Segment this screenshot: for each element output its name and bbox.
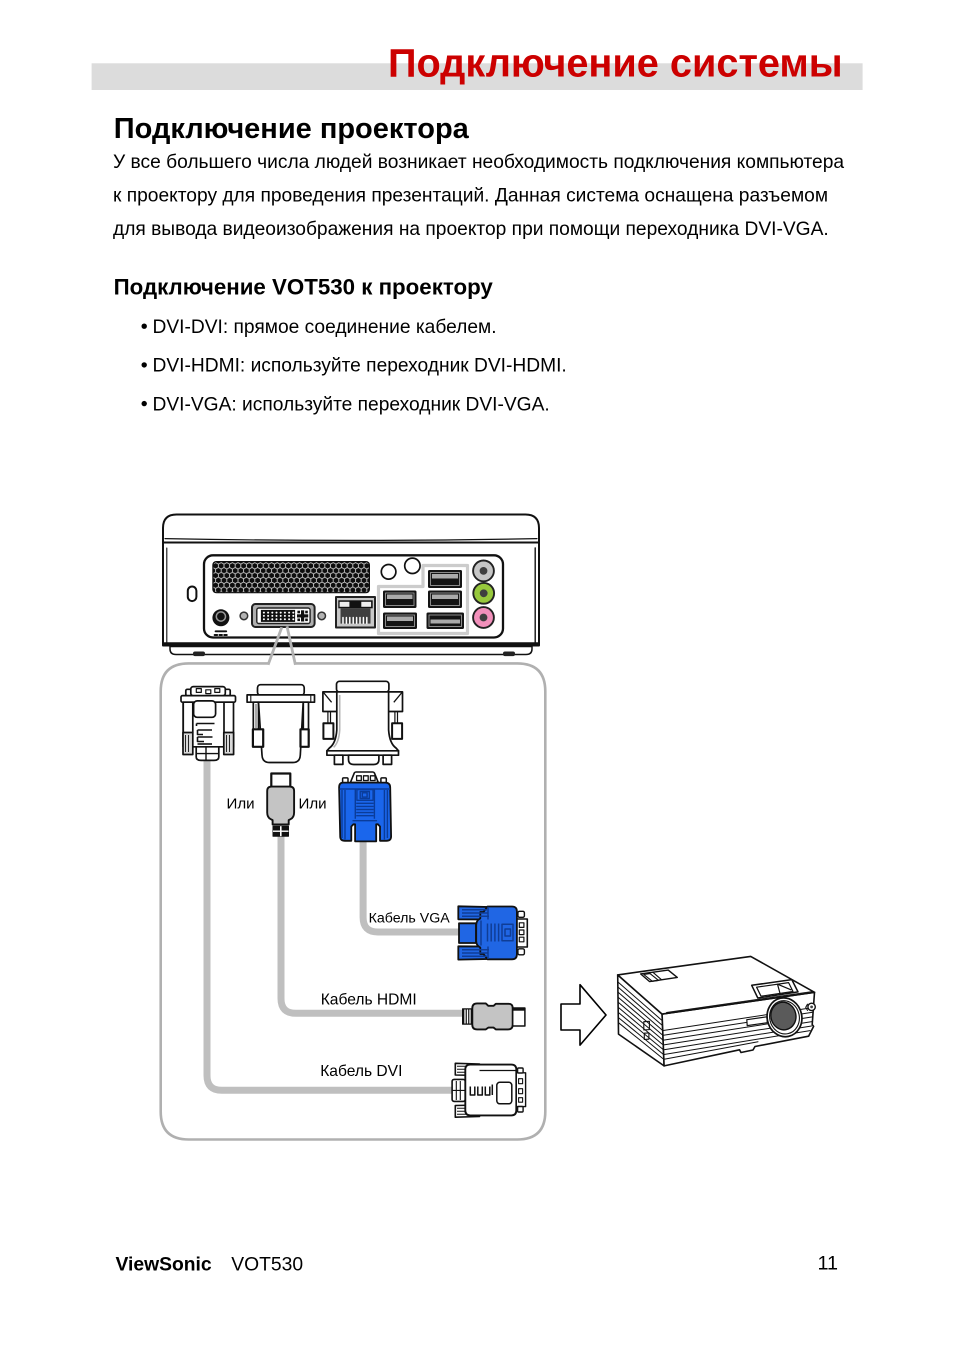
svg-text:Кабель HDMI: Кабель HDMI [321,992,417,1009]
svg-text:для вывода видеоизображения на: для вывода видеоизображения на проектор … [113,219,829,240]
svg-text:Подключение проектора: Подключение проектора [114,113,470,145]
svg-text:У все большего числа людей воз: У все большего числа людей возникает нео… [113,152,844,173]
svg-text:DVI-DVI: прямое соединение каб: DVI-DVI: прямое соединение кабелем. [153,317,497,338]
svg-text:Кабель VGA: Кабель VGA [369,911,451,927]
svg-text:Кабель DVI: Кабель DVI [320,1063,402,1080]
svg-text:Подключение системы: Подключение системы [388,42,843,86]
svg-text:ViewSonic: ViewSonic [116,1255,212,1276]
svg-text:DVI-HDMI: используйте переходн: DVI-HDMI: используйте переходник DVI-HDM… [153,356,567,377]
svg-text:к проектору для проведения пре: к проектору для проведения презентаций. … [113,186,828,207]
svg-text:Или: Или [299,795,327,812]
svg-text:VOT530: VOT530 [231,1255,303,1276]
svg-text:Или: Или [227,795,255,812]
svg-text:Подключение VOT530 к проектору: Подключение VOT530 к проектору [114,275,494,300]
svg-text:11: 11 [817,1253,838,1275]
svg-text:DVI-VGA: используйте переходни: DVI-VGA: используйте переходник DVI-VGA. [153,394,550,415]
